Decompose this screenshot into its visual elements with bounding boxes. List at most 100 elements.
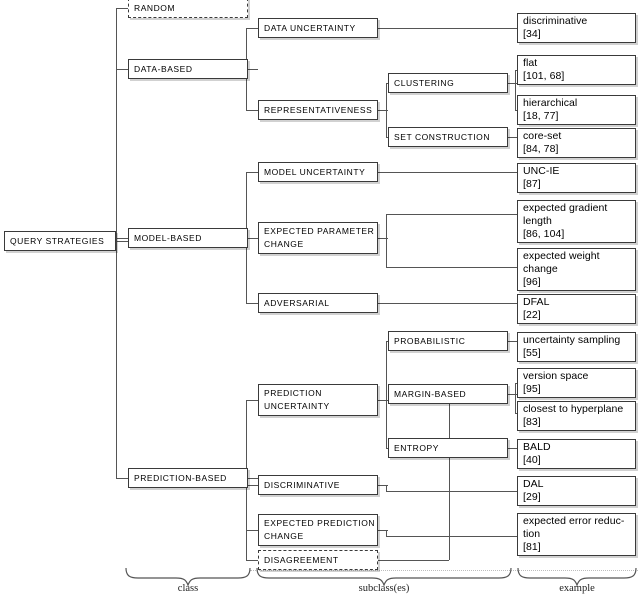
example-version-space[interactable]: version space [95] bbox=[517, 368, 636, 398]
example-line3: [81] bbox=[523, 541, 541, 553]
example-closest-to-hyperplane[interactable]: closest to hyperplane [83] bbox=[517, 401, 636, 431]
node-label-line1: EXPECTED PARAMETER bbox=[264, 226, 375, 236]
node-random[interactable]: RANDOM bbox=[128, 0, 248, 18]
example-dal[interactable]: DAL [29] bbox=[517, 476, 636, 506]
example-line2: tion bbox=[523, 528, 541, 540]
node-discriminative[interactable]: DISCRIMINATIVE bbox=[258, 475, 378, 495]
example-line2: change bbox=[523, 263, 558, 275]
connector bbox=[248, 238, 258, 239]
example-line1: expected error reduc- bbox=[523, 515, 625, 527]
connector bbox=[116, 69, 128, 70]
node-probabilistic[interactable]: PROBABILISTIC bbox=[388, 331, 508, 351]
node-label: ENTROPY bbox=[394, 442, 439, 453]
example-line1: uncertainty sampling bbox=[523, 334, 621, 346]
connector bbox=[246, 560, 258, 561]
legend-label-subclass: subclass(es) bbox=[358, 583, 410, 594]
node-data-based[interactable]: DATA-BASED bbox=[128, 59, 248, 79]
example-line1: hierarchical bbox=[523, 97, 578, 109]
node-label: MODEL-BASED bbox=[134, 232, 202, 243]
node-label-line2: CHANGE bbox=[264, 239, 304, 249]
example-line2: [87] bbox=[523, 178, 541, 190]
example-expected-error-reduction[interactable]: expected error reduc- tion [81] bbox=[517, 513, 636, 556]
node-label: DISAGREEMENT bbox=[264, 554, 339, 565]
node-label: DISCRIMINATIVE bbox=[264, 479, 341, 490]
connector bbox=[515, 383, 516, 413]
node-disagreement[interactable]: DISAGREEMENT bbox=[258, 550, 378, 570]
node-expected-prediction-change[interactable]: EXPECTED PREDICTION CHANGE bbox=[258, 514, 378, 546]
node-data-uncertainty[interactable]: DATA UNCERTAINTY bbox=[258, 18, 378, 38]
example-line1: UNC-IE bbox=[523, 165, 560, 177]
example-line1: BALD bbox=[523, 441, 551, 453]
connector bbox=[378, 560, 449, 561]
node-label-line1: EXPECTED PREDICTION bbox=[264, 518, 376, 528]
example-bald[interactable]: BALD [40] bbox=[517, 439, 636, 469]
example-line2: [95] bbox=[523, 383, 541, 395]
node-entropy[interactable]: ENTROPY bbox=[388, 438, 508, 458]
connector bbox=[508, 83, 517, 84]
node-prediction-based[interactable]: PREDICTION-BASED bbox=[128, 468, 248, 488]
example-discriminative-34[interactable]: discriminative [34] bbox=[517, 13, 636, 43]
example-line2: [84, 78] bbox=[523, 143, 559, 155]
example-line2: [22] bbox=[523, 309, 541, 321]
node-prediction-uncertainty[interactable]: PREDICTION UNCERTAINTY bbox=[258, 384, 378, 416]
node-label: PROBABILISTIC bbox=[394, 335, 466, 346]
connector bbox=[515, 70, 516, 110]
node-label: DATA UNCERTAINTY bbox=[264, 22, 356, 33]
example-core-set[interactable]: core-set [84, 78] bbox=[517, 128, 636, 158]
connector bbox=[248, 69, 258, 70]
node-label: MARGIN-BASED bbox=[394, 388, 467, 399]
node-clustering[interactable]: CLUSTERING bbox=[388, 73, 508, 93]
example-line2: [34] bbox=[523, 28, 541, 40]
node-model-uncertainty[interactable]: MODEL UNCERTAINTY bbox=[258, 162, 378, 182]
example-line2: [18, 77] bbox=[523, 110, 559, 122]
connector bbox=[378, 110, 388, 111]
connector bbox=[508, 137, 517, 138]
example-line2: [40] bbox=[523, 454, 541, 466]
node-label: REPRESENTATIVENESS bbox=[264, 104, 373, 115]
example-line1: DAL bbox=[523, 478, 544, 490]
node-adversarial[interactable]: ADVERSARIAL bbox=[258, 293, 378, 313]
node-set-construction[interactable]: SET CONSTRUCTION bbox=[388, 127, 508, 147]
example-line2: [29] bbox=[523, 491, 541, 503]
node-label: MODEL UNCERTAINTY bbox=[264, 166, 366, 177]
connector bbox=[246, 28, 258, 29]
connector bbox=[508, 341, 517, 342]
connector bbox=[386, 536, 517, 537]
node-query-strategies[interactable]: QUERY STRATEGIES bbox=[4, 231, 116, 251]
node-label: QUERY STRATEGIES bbox=[10, 235, 105, 246]
connector bbox=[508, 394, 517, 395]
connector bbox=[378, 172, 517, 173]
connector bbox=[116, 241, 128, 242]
connector bbox=[378, 28, 517, 29]
example-line2: [55] bbox=[523, 347, 541, 359]
connector bbox=[116, 8, 117, 478]
example-flat[interactable]: flat [101, 68] bbox=[517, 55, 636, 85]
node-margin-based[interactable]: MARGIN-BASED bbox=[388, 384, 508, 404]
example-unc-ie[interactable]: UNC-IE [87] bbox=[517, 163, 636, 193]
node-label-line1: PREDICTION bbox=[264, 388, 322, 398]
node-label: RANDOM bbox=[134, 2, 176, 13]
node-expected-parameter-change[interactable]: EXPECTED PARAMETER CHANGE bbox=[258, 222, 378, 254]
connector bbox=[378, 303, 517, 304]
connector bbox=[386, 491, 517, 492]
connector bbox=[116, 8, 128, 9]
node-label: DATA-BASED bbox=[134, 63, 193, 74]
example-dfal[interactable]: DFAL [22] bbox=[517, 294, 636, 324]
connector bbox=[378, 485, 388, 486]
connector bbox=[246, 530, 258, 531]
example-expected-weight-change[interactable]: expected weight change [96] bbox=[517, 248, 636, 291]
connector bbox=[246, 303, 258, 304]
example-hierarchical[interactable]: hierarchical [18, 77] bbox=[517, 95, 636, 125]
example-line1: closest to hyperplane bbox=[523, 403, 624, 415]
node-label-line2: UNCERTAINTY bbox=[264, 401, 330, 411]
node-representativeness[interactable]: REPRESENTATIVENESS bbox=[258, 100, 378, 120]
node-model-based[interactable]: MODEL-BASED bbox=[128, 228, 248, 248]
example-line3: [96] bbox=[523, 276, 541, 288]
example-line3: [86, 104] bbox=[523, 228, 565, 240]
connector bbox=[386, 267, 517, 268]
example-uncertainty-sampling[interactable]: uncertainty sampling [55] bbox=[517, 332, 636, 362]
example-line1: expected weight bbox=[523, 250, 600, 262]
node-label: SET CONSTRUCTION bbox=[394, 131, 491, 142]
example-expected-gradient-length[interactable]: expected gradient length [86, 104] bbox=[517, 200, 636, 243]
